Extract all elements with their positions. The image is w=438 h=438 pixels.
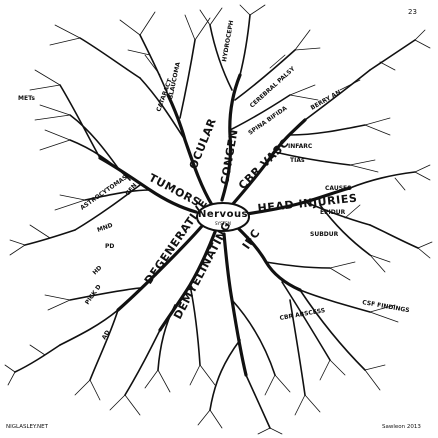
secondary-labels: ASTROCYTOMAS GEN METs PD MND HD AD PICK … — [18, 20, 410, 341]
sub-branch — [89, 309, 119, 381]
label-berry-an: BERRY AN — [310, 89, 343, 112]
sub-branch — [229, 94, 291, 131]
sub-branch — [24, 229, 76, 246]
sub-branch — [349, 171, 416, 189]
sub-branch — [304, 69, 371, 121]
page-number: 23 — [408, 8, 417, 16]
twig — [9, 69, 86, 256]
author-signature: Sawleon 2013 — [382, 424, 421, 430]
branch-cbr-vasc-line — [230, 118, 307, 207]
sub-branch — [231, 299, 276, 376]
sub-branch — [179, 39, 196, 119]
sub-branches — [14, 14, 419, 429]
twig — [49, 11, 211, 76]
sub-branch — [299, 289, 371, 313]
twig-network — [4, 4, 433, 435]
label-ocular: OCULAR — [187, 116, 219, 171]
label-pd: PD — [105, 243, 114, 250]
twig — [197, 374, 291, 435]
sub-branch — [69, 114, 119, 169]
twig — [344, 164, 433, 273]
sub-branch — [124, 329, 161, 396]
sub-branch — [289, 299, 306, 396]
sub-branch — [157, 304, 176, 371]
central-node-title: Nervous — [198, 209, 248, 220]
label-congen: CONGEN — [218, 128, 241, 185]
sub-branch — [74, 184, 141, 231]
label-hd: HD — [91, 264, 103, 276]
label-mnd: MND — [96, 222, 113, 234]
branch-congen-line — [220, 73, 242, 202]
branch-degenerative-line — [116, 224, 204, 312]
sub-branch — [299, 289, 366, 371]
label-cbr-abscess: CBR ABSCESS — [279, 307, 326, 322]
sub-branch — [84, 189, 151, 201]
sub-branch — [59, 309, 119, 346]
label-causes: CAUSES — [325, 185, 351, 192]
website-credit: NIGLASLEY.NET — [6, 424, 49, 430]
label-tias: TIAs — [290, 157, 305, 164]
sub-branch — [369, 224, 419, 249]
sub-branch — [239, 14, 251, 76]
sub-branch — [281, 281, 331, 361]
main-labels: OCULAR CONGEN CBR VASC HEAD INJURIES IFC… — [142, 116, 358, 321]
twig — [199, 4, 321, 101]
label-epidur: EPIDUR — [320, 209, 346, 216]
sub-branch — [189, 284, 201, 366]
sub-branch — [79, 37, 141, 79]
sub-branch — [234, 49, 296, 101]
label-subdur: SUBDUR — [310, 231, 339, 238]
label-cbr-vasc: CBR VASC — [236, 136, 292, 192]
twig — [4, 294, 101, 401]
sub-branch — [69, 139, 131, 181]
sub-branch — [289, 124, 366, 136]
label-infarc: INFARC — [288, 143, 313, 150]
central-node-subtitle: SYSTEM — [215, 221, 231, 226]
sub-branch — [274, 151, 351, 166]
central-node: Nervous SYSTEM — [196, 202, 250, 232]
sub-branch — [304, 201, 371, 226]
twig — [339, 29, 431, 173]
twig — [294, 261, 399, 416]
label-mets: METs — [18, 95, 35, 102]
sub-branch — [265, 261, 331, 269]
sub-branch — [139, 77, 186, 141]
label-hydroceph: HYDROCEPH — [221, 20, 235, 63]
sub-branch — [209, 339, 241, 411]
sub-branch — [209, 24, 233, 91]
sub-branch — [319, 204, 371, 256]
page-annotations: 23 NIGLASLEY.NET Sawleon 2013 — [6, 8, 421, 430]
sub-branch — [69, 287, 141, 301]
sub-branch — [59, 84, 101, 159]
sub-branch — [369, 39, 416, 71]
sub-branch — [139, 34, 169, 96]
label-ad: AD — [101, 329, 112, 341]
central-node-outline — [196, 202, 250, 232]
label-ifc: IFC — [240, 227, 263, 252]
sub-branch — [245, 374, 271, 429]
label-gen: GEN — [124, 182, 138, 197]
sub-branch — [14, 344, 61, 373]
label-cerebral-palsy: CEREBRAL PALSY — [249, 65, 297, 109]
twig — [109, 364, 216, 416]
